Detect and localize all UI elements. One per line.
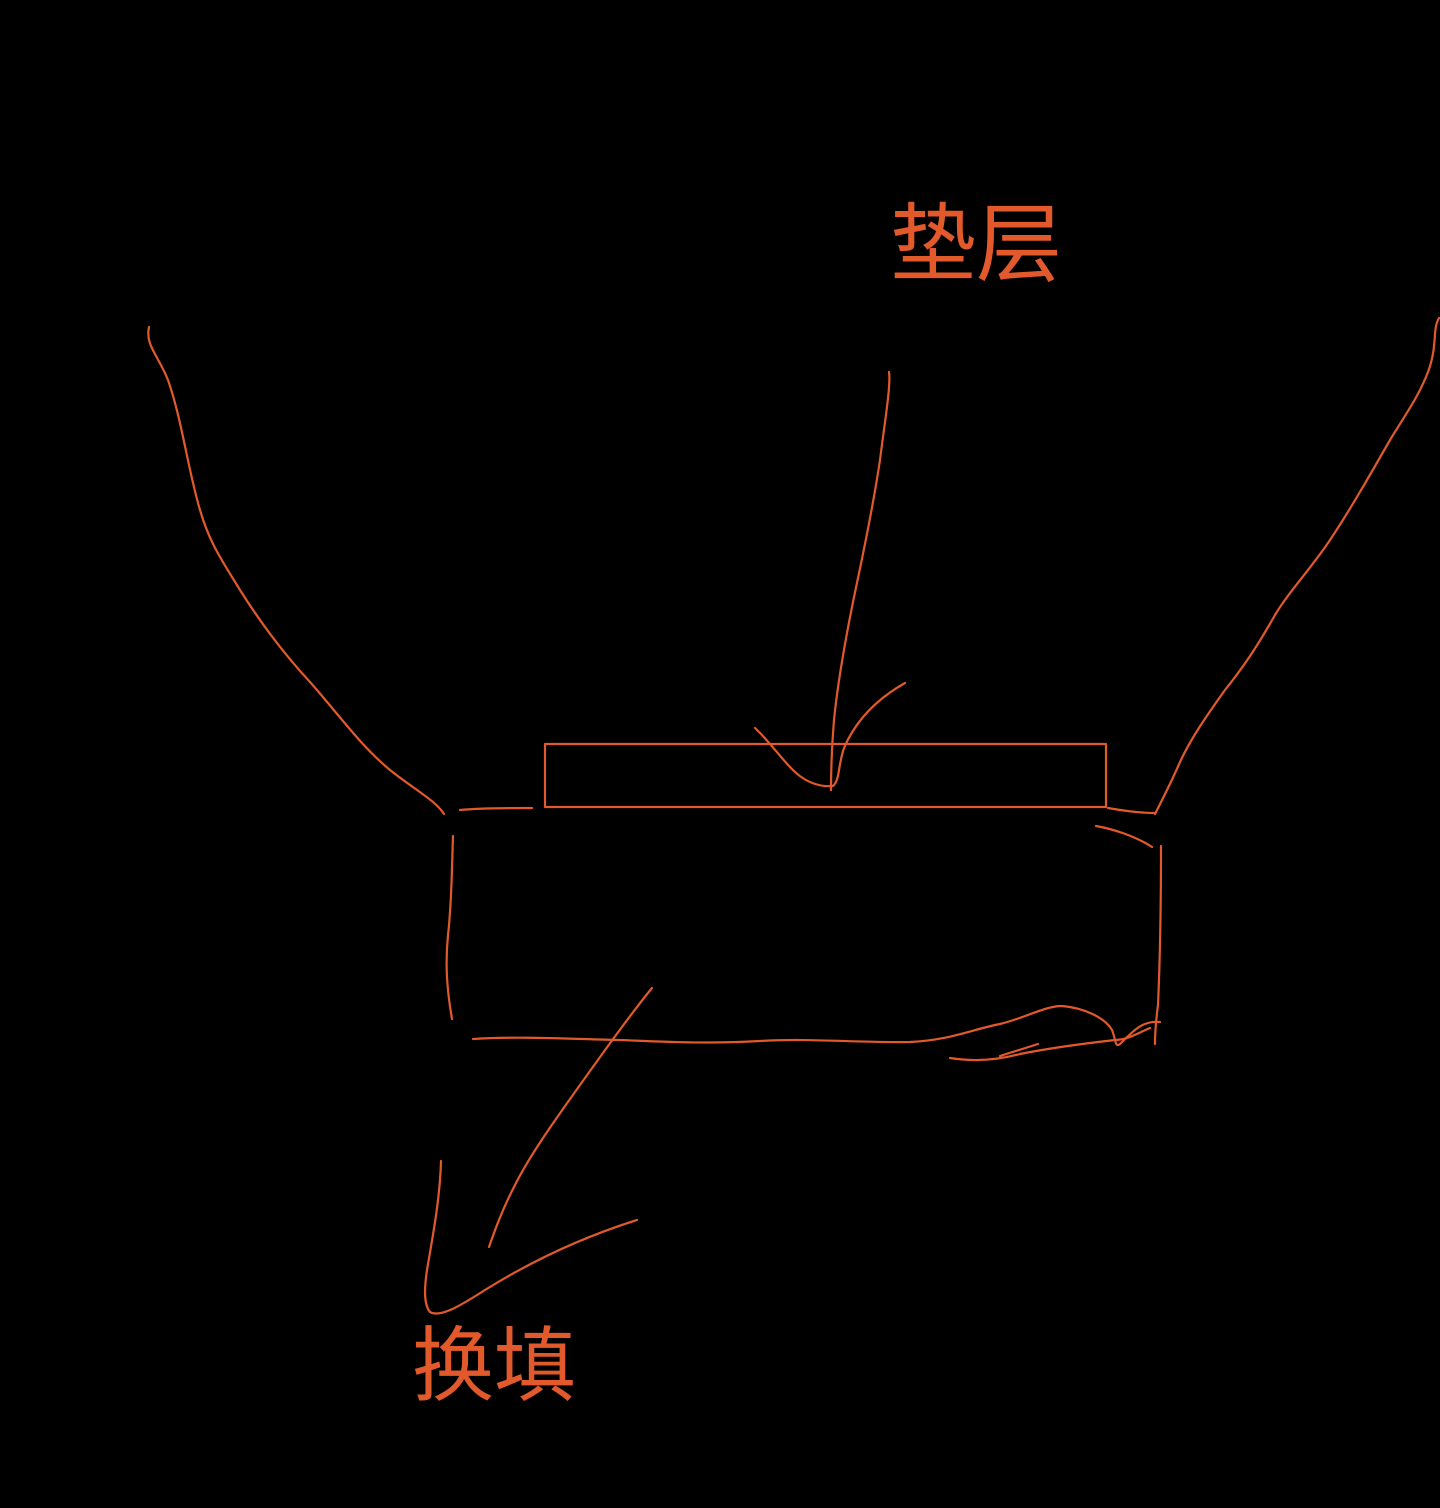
fill-bottom-short-dash	[998, 1042, 1040, 1058]
cushion-layer-rect	[543, 742, 1108, 809]
cushion-arrowhead	[753, 681, 907, 788]
replacement-fill-label: 换填	[412, 1319, 577, 1414]
cushion-leader-line	[829, 370, 891, 792]
fill-bottom-line	[471, 1004, 1162, 1047]
fill-bottom-extra-line	[948, 1026, 1152, 1062]
ground-line-left	[458, 806, 534, 812]
left-slope-line	[147, 325, 446, 816]
ground-line-right	[1106, 806, 1157, 815]
replacement-arrowhead	[423, 1159, 639, 1315]
corner-dash-top	[1094, 824, 1154, 849]
replacement-leader-line	[487, 986, 654, 1249]
fill-left-wall	[445, 834, 455, 1021]
fill-right-wall	[1153, 844, 1163, 1046]
right-slope-line	[1153, 316, 1440, 816]
cushion-layer-label: 垫层	[890, 195, 1062, 295]
